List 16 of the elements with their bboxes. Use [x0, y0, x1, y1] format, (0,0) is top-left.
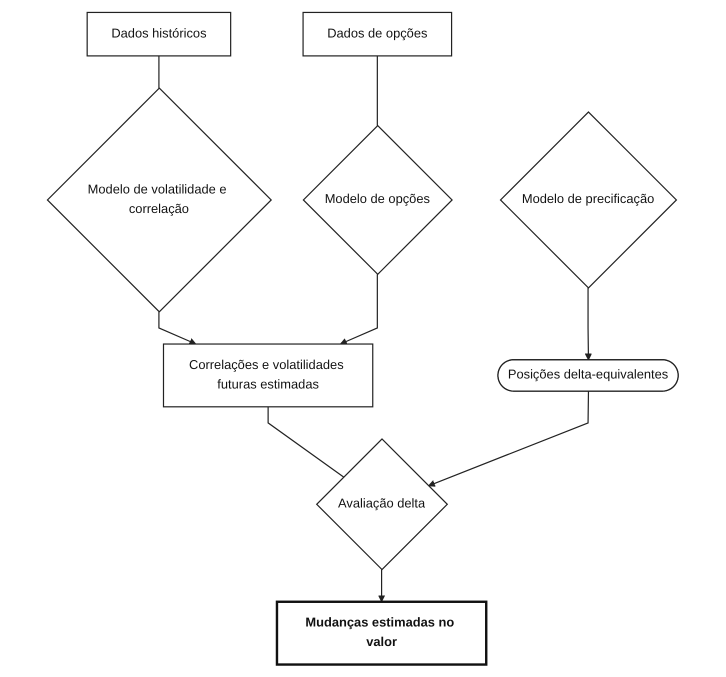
node-diamond: Modelo de precificação: [500, 111, 678, 289]
arrow: [585, 288, 592, 360]
node-box: Dados de opções: [302, 12, 452, 56]
connector: [376, 56, 378, 126]
connector: [268, 406, 344, 478]
arrow: [378, 570, 386, 602]
node-box: Correlações e volatilidades futuras estimadas: [163, 343, 374, 408]
connector: [158, 56, 160, 88]
node-diamond: Modelo de opções: [302, 124, 454, 276]
arrow: [158, 312, 196, 345]
node-box: Mudanças estimadas no valor: [276, 600, 488, 666]
node-box: Dados históricos: [86, 12, 232, 56]
node-diamond: Modelo de volatilidade e correlação: [46, 87, 272, 313]
node-diamond: Avaliação delta: [316, 438, 448, 570]
arrow: [428, 392, 590, 487]
arrow: [340, 274, 378, 345]
